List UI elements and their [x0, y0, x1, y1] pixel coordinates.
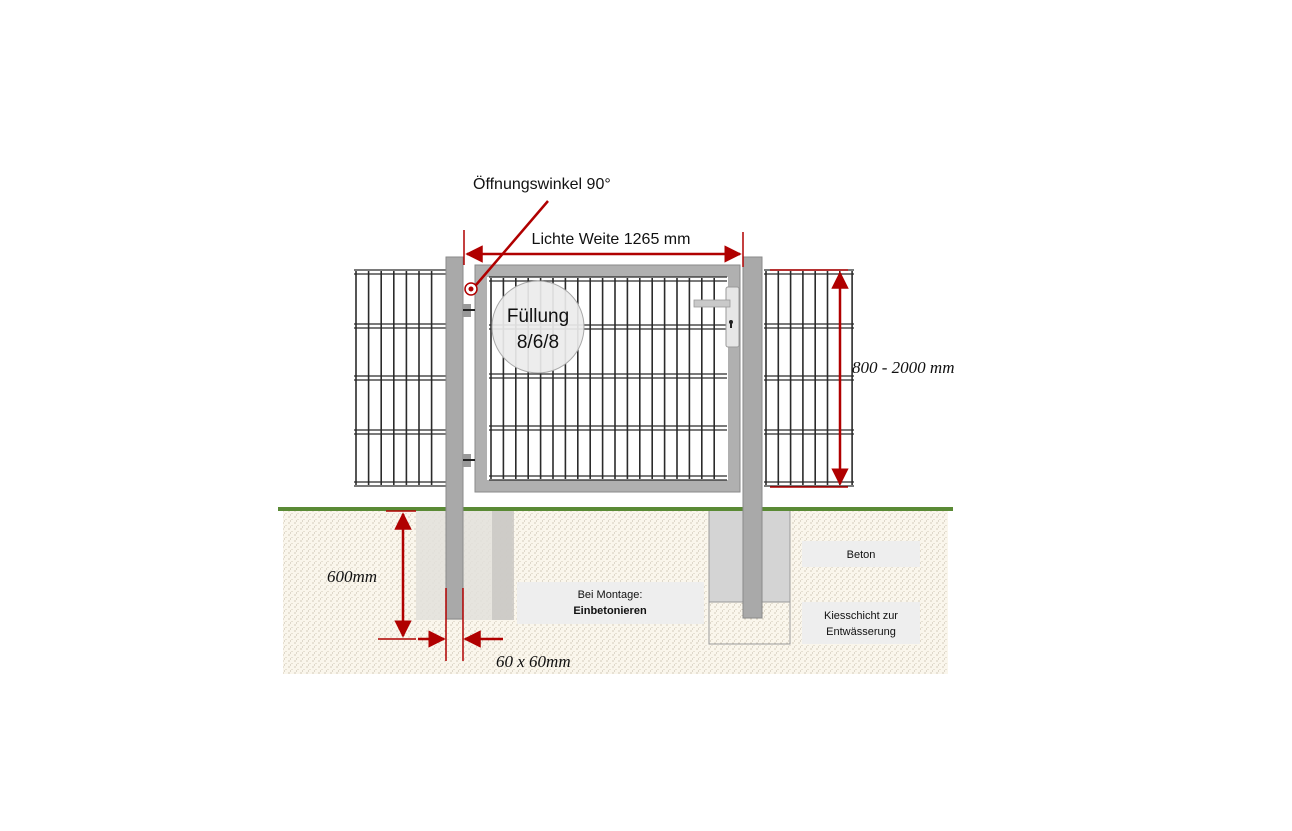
mounting-note-line1: Bei Montage: [578, 589, 643, 601]
concrete-left-shadow [492, 510, 514, 620]
fence-panel-left [354, 269, 446, 487]
gravel-label-box [802, 602, 920, 644]
hinge-post [445, 256, 464, 620]
opening-angle-pointer [475, 200, 549, 286]
post-size-label: 60 x 60mm [496, 652, 571, 671]
mounting-note-box [517, 582, 704, 624]
lock-post [742, 256, 763, 619]
mounting-note-line2: Einbetonieren [573, 605, 647, 617]
keyhole-slot [730, 322, 732, 328]
clear-width-label: Lichte Weite 1265 mm [532, 231, 691, 248]
lock-box [725, 286, 740, 348]
depth-label: 600mm [327, 567, 377, 586]
filling-badge [491, 280, 585, 374]
filling-label-line1: Füllung [507, 306, 569, 327]
concrete-label: Beton [847, 549, 876, 561]
door-handle [693, 299, 731, 308]
concrete-label-box [802, 541, 920, 567]
height-range-label: 800 - 2000 mm [852, 358, 954, 377]
hinge-marker-dot [468, 286, 474, 292]
opening-angle-label: Öffnungswinkel 90° [473, 175, 611, 193]
gravel-label-line1: Kiesschicht zur [824, 610, 898, 622]
gravel-label-line2: Entwässerung [826, 626, 896, 638]
filling-label-line2: 8/6/8 [517, 332, 559, 353]
